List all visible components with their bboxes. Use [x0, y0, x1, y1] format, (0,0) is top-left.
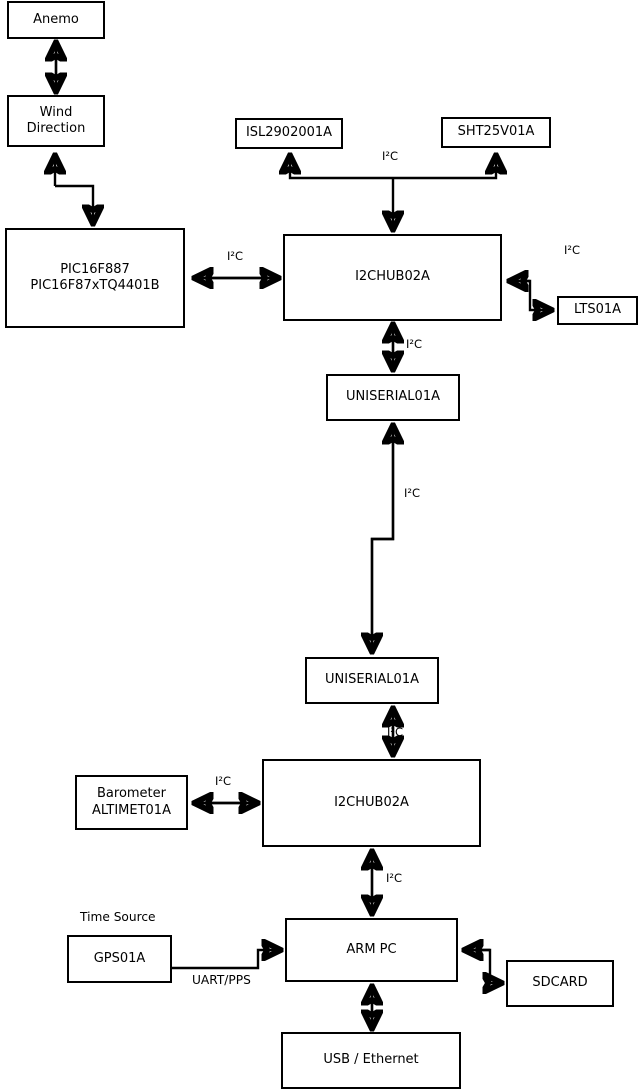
node-i2chub02a-bottom[interactable]: I2CHUB02A — [262, 759, 481, 847]
node-sdcard[interactable]: SDCARD — [506, 960, 614, 1007]
node-anemo[interactable]: Anemo — [7, 1, 105, 39]
node-gps01a-label: GPS01A — [93, 950, 146, 966]
node-barometer-label: Barometer ALTIMET01A — [92, 786, 171, 818]
edge-gps-arm — [172, 950, 279, 970]
node-i2chub02a-top[interactable]: I2CHUB02A — [283, 234, 502, 321]
edge-label-barometer-to-hub2: I²C — [215, 774, 232, 788]
node-wind-direction[interactable]: Wind Direction — [7, 95, 105, 147]
edge-uniserial-link-up — [370, 427, 393, 650]
node-sht25v01a-label: SHT25V01A — [457, 124, 535, 140]
node-pic-label: PIC16F887 PIC16F87xTQ4401B — [30, 261, 160, 293]
node-sht25v01a[interactable]: SHT25V01A — [441, 117, 551, 148]
node-usb-ethernet-label: USB / Ethernet — [323, 1052, 419, 1068]
node-anemo-label: Anemo — [33, 11, 79, 27]
node-i2chub02a-top-label: I2CHUB02A — [355, 269, 430, 285]
node-lts01a[interactable]: LTS01A — [557, 296, 638, 325]
node-uniserial01a-top[interactable]: UNISERIAL01A — [326, 374, 460, 421]
edge-label-gps-to-arm: UART/PPS — [192, 973, 251, 987]
edge-hub-lts — [511, 279, 550, 310]
edge-uniserial-link-down — [372, 427, 395, 650]
node-i2chub02a-bottom-label: I2CHUB02A — [334, 794, 409, 810]
edge-arm-sdcard — [466, 948, 500, 983]
node-gps01a[interactable]: GPS01A — [67, 935, 172, 983]
edge-label-uniserial-link: I²C — [404, 486, 421, 500]
node-uniserial01a-bottom[interactable]: UNISERIAL01A — [305, 657, 439, 704]
node-isl2902001a-label: ISL2902001A — [245, 125, 333, 141]
edge-label-uniserial-to-hub2: I²C — [387, 725, 404, 739]
node-isl2902001a[interactable]: ISL2902001A — [235, 118, 343, 149]
label-time-source: Time Source — [80, 910, 156, 924]
node-uniserial01a-top-label: UNISERIAL01A — [346, 389, 440, 405]
node-arm-pc[interactable]: ARM PC — [285, 918, 458, 982]
edge-label-pic-to-hub: I²C — [227, 249, 244, 263]
node-uniserial01a-bottom-label: UNISERIAL01A — [325, 672, 419, 688]
node-sdcard-label: SDCARD — [532, 975, 588, 991]
edge-label-bus-top: I²C — [382, 149, 399, 163]
node-arm-pc-label: ARM PC — [346, 941, 397, 957]
node-wind-direction-label: Wind Direction — [26, 104, 86, 136]
edge-bus-isl — [290, 157, 393, 180]
node-barometer[interactable]: Barometer ALTIMET01A — [75, 775, 188, 830]
node-pic[interactable]: PIC16F887 PIC16F87xTQ4401B — [5, 228, 185, 328]
edge-label-hub2-to-arm: I²C — [386, 871, 403, 885]
edge-label-hub-to-uniserial: I²C — [406, 337, 423, 351]
node-usb-ethernet[interactable]: USB / Ethernet — [281, 1032, 461, 1089]
node-lts01a-label: LTS01A — [573, 302, 622, 318]
edge-bus-sht — [393, 157, 496, 180]
edge-label-hub-to-lts: I²C — [564, 243, 581, 257]
edge-pic-wind-path — [55, 184, 93, 222]
